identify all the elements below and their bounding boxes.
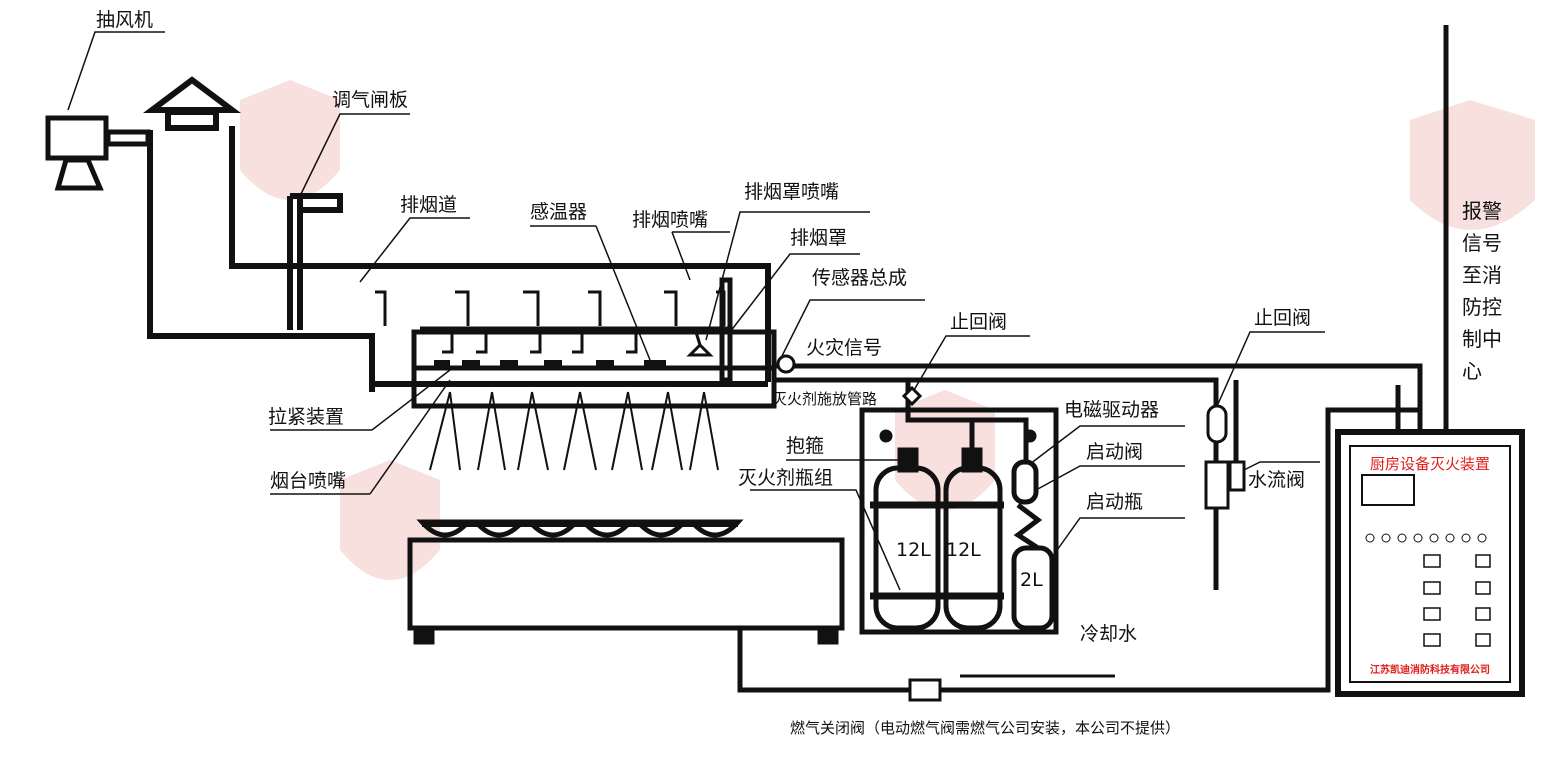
label-check-valve-1: 止回阀 bbox=[950, 311, 1007, 333]
label-cooling-water: 冷却水 bbox=[1080, 623, 1137, 645]
valve-icon bbox=[776, 354, 1246, 702]
label-sensor-assembly: 传感器总成 bbox=[812, 267, 907, 289]
label-check-valve-2: 止回阀 bbox=[1254, 307, 1311, 329]
exhaust-duct bbox=[147, 126, 771, 392]
label-discharge-pipe: 灭火剂施放管路 bbox=[772, 390, 877, 408]
controller-company: 江苏凯迪消防科技有限公司 bbox=[1370, 663, 1490, 676]
label-fire-signal: 火灾信号 bbox=[806, 337, 882, 359]
label-fan: 抽风机 bbox=[96, 9, 153, 31]
alarm-line: 报警 bbox=[1462, 199, 1502, 223]
spray-pattern bbox=[429, 391, 719, 471]
label-tension-device: 拉紧装置 bbox=[268, 406, 344, 428]
alarm-line: 制中 bbox=[1462, 327, 1502, 351]
cylinder-icon bbox=[859, 407, 1059, 635]
leader-lines bbox=[67, 31, 1325, 591]
label-agent-cylinders: 灭火剂瓶组 bbox=[738, 467, 833, 489]
cylinder-label-left: 12L bbox=[896, 539, 931, 561]
label-water-flow-valve: 水流阀 bbox=[1248, 469, 1305, 491]
label-damper: 调气闸板 bbox=[332, 89, 408, 111]
label-hood-nozzle: 排烟罩喷嘴 bbox=[744, 181, 839, 203]
chimney-cap-icon bbox=[143, 76, 241, 131]
label-hoop: 抱箍 bbox=[786, 435, 824, 457]
alarm-line: 防控 bbox=[1462, 295, 1502, 319]
alarm-line: 心 bbox=[1462, 359, 1482, 383]
sensor-bar bbox=[434, 360, 666, 368]
label-gas-shutoff: 燃气关闭阀（电动燃气阀需燃气公司安装，本公司不提供） bbox=[790, 719, 1180, 737]
alarm-line: 信号 bbox=[1462, 231, 1502, 255]
cylinder-label-middle: 12L bbox=[946, 539, 981, 561]
cylinder-label-start: 2L bbox=[1020, 569, 1043, 591]
kitchen-stove bbox=[407, 519, 845, 645]
label-start-valve: 启动阀 bbox=[1086, 441, 1143, 463]
label-temp-sensor: 感温器 bbox=[530, 201, 587, 223]
alarm-line: 至消 bbox=[1462, 263, 1502, 287]
fan-icon bbox=[45, 115, 151, 191]
label-solenoid-driver: 电磁驱动器 bbox=[1064, 399, 1159, 421]
label-hood: 排烟罩 bbox=[790, 227, 847, 249]
alarm-signal-label: 报警 信号 至消 防控 制中 心 bbox=[1462, 199, 1502, 383]
label-flue: 排烟道 bbox=[400, 194, 457, 216]
label-flue-nozzle: 排烟喷嘴 bbox=[632, 209, 708, 231]
label-stove-nozzle: 烟台喷嘴 bbox=[270, 470, 346, 492]
controller-title: 厨房设备灭火装置 bbox=[1370, 455, 1490, 473]
label-start-cylinder: 启动瓶 bbox=[1086, 491, 1143, 513]
control-panel-icon: 厨房设备灭火装置 江苏凯迪消防科技有限公司 bbox=[1335, 429, 1525, 697]
nozzle-icon bbox=[375, 290, 726, 357]
